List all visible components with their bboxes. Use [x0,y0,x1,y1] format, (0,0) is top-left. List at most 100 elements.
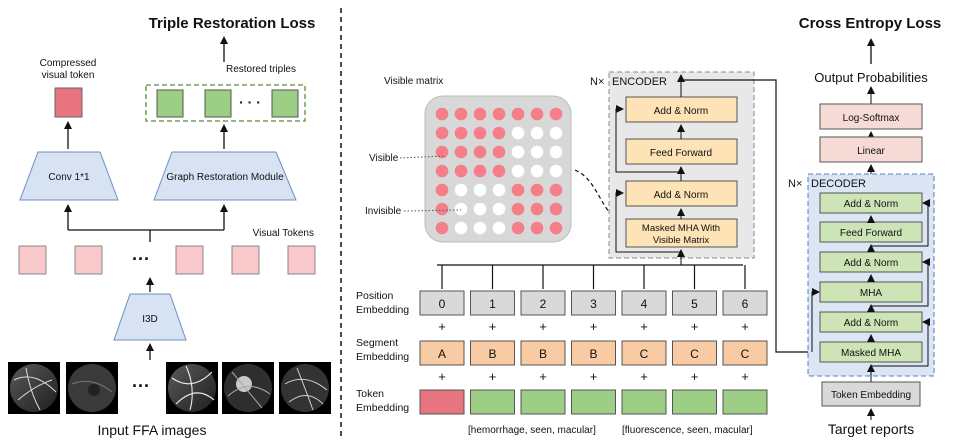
position-embedding-label-1: Position [356,290,394,302]
position-cell-3 [571,290,616,316]
triple-restoration-loss-title: Triple Restoration Loss [149,15,316,32]
matrix-cell-2-1 [454,145,468,159]
matrix-cell-4-3 [492,183,506,197]
segment-value-4: C [640,347,649,361]
plus-sign: + [489,369,497,384]
segment-embedding-label-1: Segment [356,337,398,349]
matrix-cell-0-6 [549,107,563,121]
visible-matrix-dots [435,107,563,235]
position-cell-5 [672,290,717,316]
matrix-cell-1-3 [492,126,506,140]
matrix-cell-6-2 [473,221,487,235]
token-embedding-label-2: Embedding [356,402,409,414]
token-cell-3 [571,389,616,415]
visible-matrix-title: Visible matrix [384,76,443,87]
plus-sign: + [438,319,446,334]
matrix-cell-4-0 [435,183,449,197]
token-cell-0 [419,389,465,415]
matrix-cell-4-1 [454,183,468,197]
position-cell-0 [419,290,465,316]
segment-cell-2 [520,340,566,366]
matrix-cell-2-0 [435,145,449,159]
position-value-6: 6 [742,297,749,311]
position-value-1: 1 [489,297,496,311]
svg-text:Add & Norm: Add & Norm [844,199,898,210]
matrix-cell-5-4 [511,202,525,216]
position-cell-4 [621,290,667,316]
matrix-cell-6-4 [511,221,525,235]
matrix-cell-3-1 [454,164,468,178]
plus-sign: + [691,319,699,334]
matrix-cell-1-1 [454,126,468,140]
matrix-cell-6-1 [454,221,468,235]
svg-text:Add & Norm: Add & Norm [654,190,708,201]
log-softmax-box [819,103,923,130]
position-cell-2 [520,290,566,316]
visual-token-3 [175,245,204,275]
segment-value-0: A [438,347,446,361]
segment-cell-3 [571,340,616,366]
matrix-cell-6-0 [435,221,449,235]
segment-cell-1 [470,340,515,366]
encoder-masked-mha [625,218,738,248]
embedding-section: Position Embedding Segment Embedding Tok… [356,264,768,436]
matrix-cell-6-5 [530,221,544,235]
decoder-label: DECODER [811,178,866,190]
svg-text:Feed Forward: Feed Forward [650,148,712,159]
token-cell-1 [470,389,515,415]
visual-tokens-ellipsis: ··· [132,249,150,269]
matrix-cell-2-4 [511,145,525,159]
visible-matrix-panel: Visible matrix Visible Invisible [365,76,622,243]
matrix-cell-5-3 [492,202,506,216]
plus-sign: + [438,369,446,384]
plus-sign: + [691,369,699,384]
matrix-cell-4-6 [549,183,563,197]
target-reports-label: Target reports [828,421,914,437]
restored-triple-2 [204,89,232,118]
svg-text:Masked MHA: Masked MHA [841,348,901,359]
matrix-cell-2-2 [473,145,487,159]
position-value-3: 3 [590,297,597,311]
token-cell-2 [520,389,566,415]
matrix-cell-2-6 [549,145,563,159]
i3d-block [113,293,187,341]
invisible-label: Invisible [365,206,402,217]
conv-1x1-block [19,151,119,201]
segment-value-6: C [741,347,750,361]
ffa-image-1 [8,362,60,414]
svg-text:MHA: MHA [860,288,883,299]
matrix-cell-3-4 [511,164,525,178]
plus-sign: + [590,369,598,384]
matrix-cell-0-2 [473,107,487,121]
matrix-cell-1-0 [435,126,449,140]
matrix-cell-0-3 [492,107,506,121]
matrix-cell-0-1 [454,107,468,121]
matrix-cell-0-0 [435,107,449,121]
matrix-cell-6-6 [549,221,563,235]
visual-tokens-label: Visual Tokens [253,228,314,239]
visible-label: Visible [369,153,399,164]
restored-ellipsis: · · · [239,94,261,110]
restored-triple-1 [156,89,184,118]
triple-1-caption: [hemorrhage, seen, macular] [468,425,596,436]
plus-sign: + [640,319,648,334]
svg-text:Feed Forward: Feed Forward [840,228,902,239]
position-value-2: 2 [540,297,547,311]
encoder-add-norm-bottom [625,180,738,207]
plus-sign: + [741,369,749,384]
position-value-4: 4 [641,297,648,311]
segment-value-2: B [539,347,547,361]
matrix-cell-0-4 [511,107,525,121]
conv-1x1-label: Conv 1*1 [48,172,90,183]
restored-triples-label: Restored triples [226,64,296,75]
svg-text:Add & Norm: Add & Norm [654,106,708,117]
cross-entropy-loss-title: Cross Entropy Loss [799,15,942,32]
matrix-cell-1-2 [473,126,487,140]
position-value-5: 5 [691,297,698,311]
restored-triple-3 [271,89,299,118]
encoder-add-norm-top [625,96,738,123]
matrix-cell-2-5 [530,145,544,159]
matrix-cell-1-5 [530,126,544,140]
matrix-cell-5-6 [549,202,563,216]
